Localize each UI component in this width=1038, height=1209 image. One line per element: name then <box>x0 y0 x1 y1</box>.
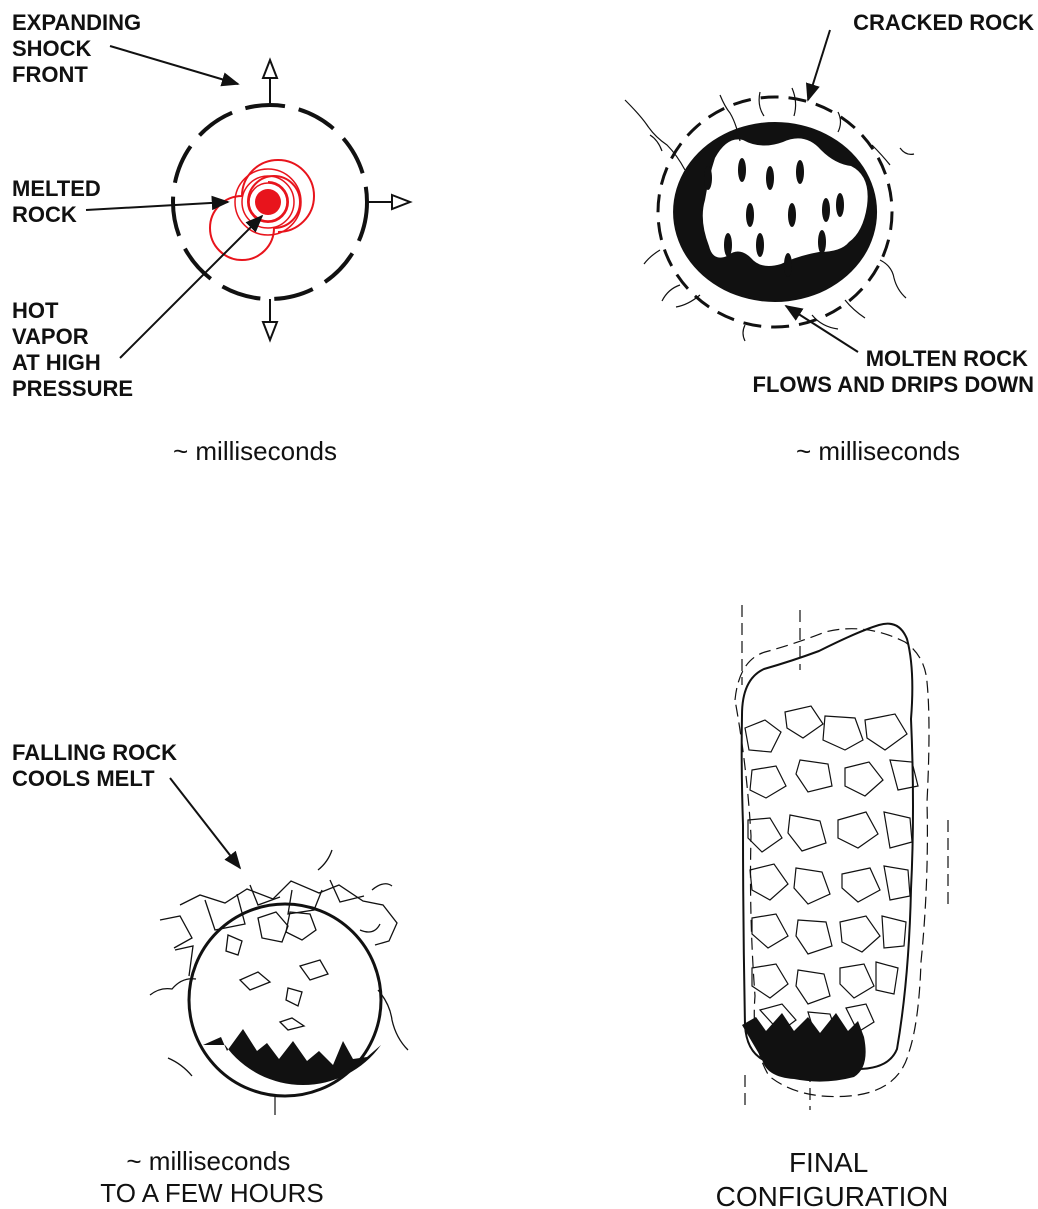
shock-arrow-up <box>261 57 279 105</box>
panel-cavity-collapse: FALLING ROCK COOLS MELT ~ milliseconds T… <box>12 740 409 1208</box>
panel4-caption: FINAL CONFIGURATION <box>716 1147 949 1209</box>
hot-vapor-leader <box>119 214 264 359</box>
cracked-rock-boundary <box>656 95 894 329</box>
panel2-caption: ~ milliseconds <box>796 436 960 466</box>
chimney-dashed-halo <box>734 605 949 1110</box>
panel1-caption: ~ milliseconds <box>173 436 337 466</box>
melted-rock-label: MELTED ROCK <box>12 176 107 227</box>
fractured-rock-cap <box>149 849 409 1077</box>
rubble-column <box>744 705 919 1039</box>
cracked-rock-label: CRACKED ROCK <box>853 10 1034 35</box>
molten-drips <box>704 158 844 277</box>
molten-rock-lining <box>673 122 878 303</box>
molten-rock-leader <box>784 305 859 353</box>
falling-rock-label: FALLING ROCK COOLS MELT <box>12 740 183 791</box>
melted-rock-core <box>209 159 315 261</box>
cracks <box>624 87 915 342</box>
shock-arrow-right <box>367 193 413 211</box>
falling-rock-leader <box>169 777 242 870</box>
panel3-caption: ~ milliseconds TO A FEW HOURS <box>100 1146 323 1208</box>
melt-puddle <box>742 1013 866 1082</box>
panel-chimney: FINAL CONFIGURATION <box>716 605 949 1209</box>
molten-rock-label: MOLTEN ROCK FLOWS AND DRIPS DOWN <box>753 346 1035 397</box>
panel-shock-front: EXPANDING SHOCK FRONT MELTED ROCK HOT VA… <box>12 10 413 466</box>
collapse-cavity <box>187 902 383 1098</box>
shock-front-leader <box>109 45 240 87</box>
cooled-melt-pool <box>203 1029 381 1086</box>
melted-rock-leader <box>85 195 230 211</box>
shock-arrow-down <box>261 299 279 343</box>
chimney-outline <box>740 622 914 1071</box>
rubble-fragments <box>225 911 329 1031</box>
hot-vapor-label: HOT VAPOR AT HIGH PRESSURE <box>12 298 133 401</box>
panel-cavity-melt: CRACKED ROCK MOLTEN ROCK FLOWS AND DRIPS… <box>624 10 1035 466</box>
shock-front-label: EXPANDING SHOCK FRONT <box>12 10 147 87</box>
cracked-rock-leader <box>805 29 831 102</box>
